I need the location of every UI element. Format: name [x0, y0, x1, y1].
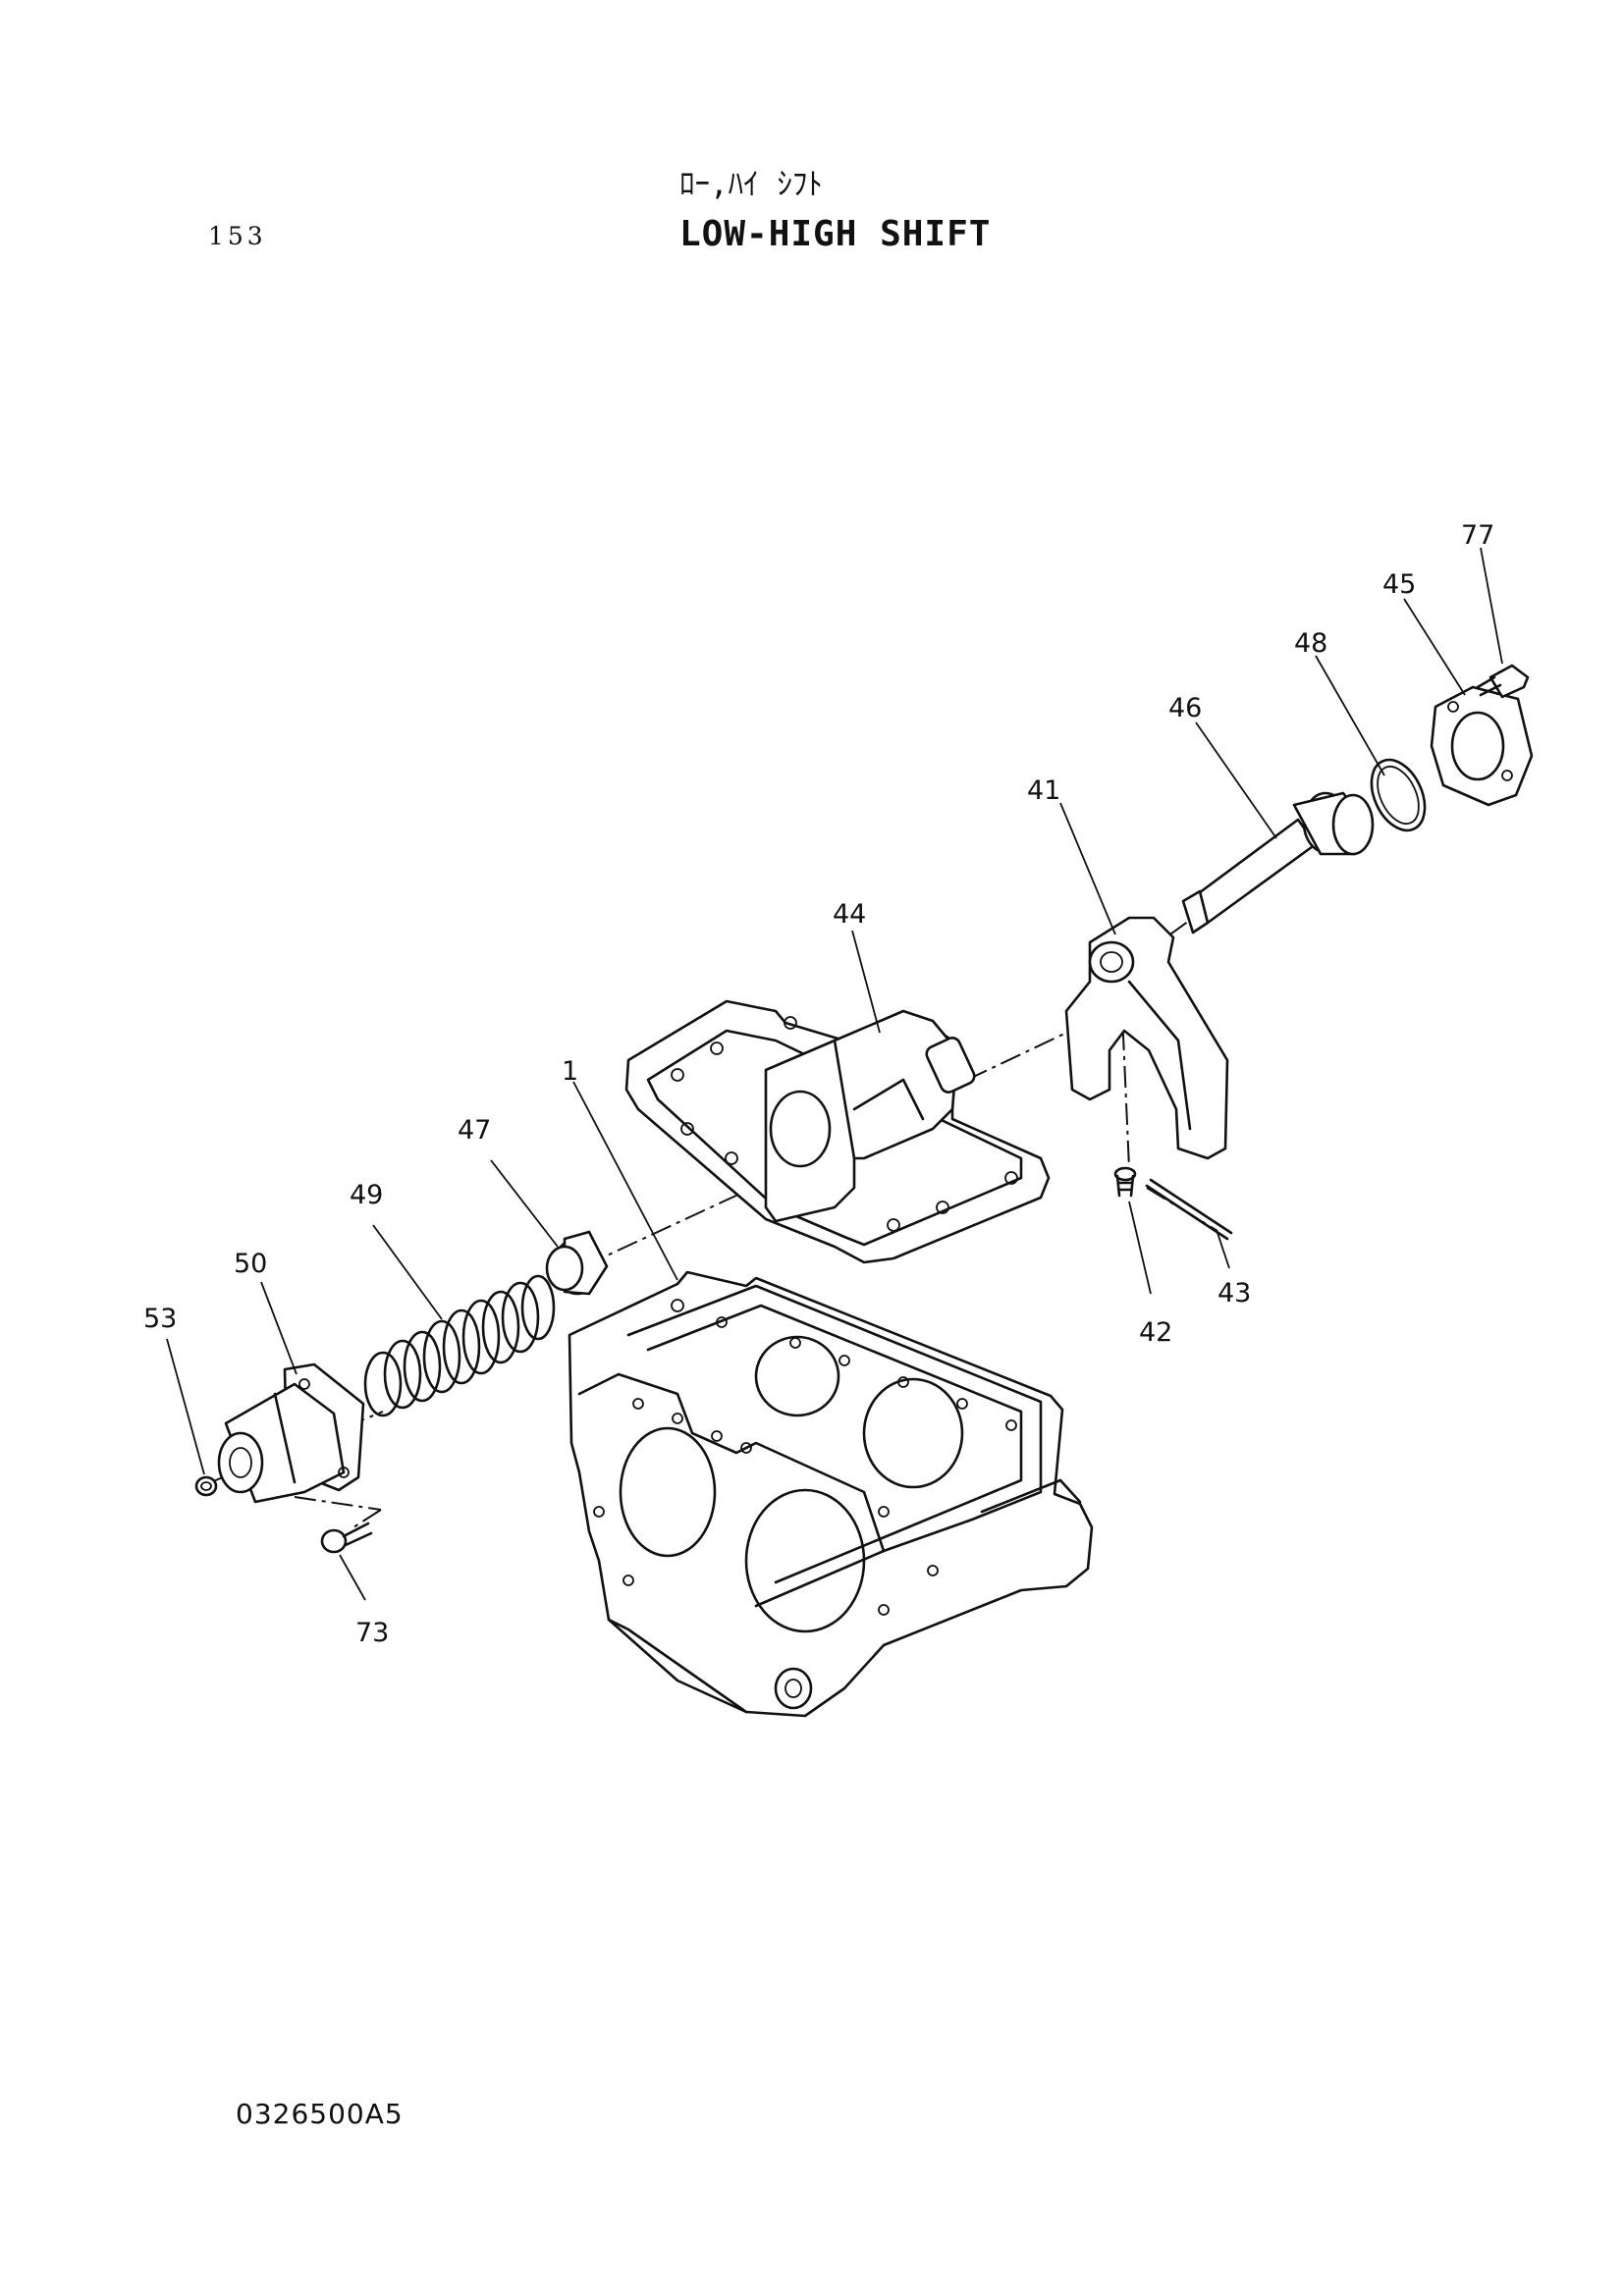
housing-bolt — [320, 1522, 373, 1554]
transmission-case — [568, 1270, 1094, 1718]
plug-nut — [194, 1475, 218, 1497]
callout-73: 73 — [355, 1618, 389, 1648]
callout-46: 46 — [1168, 693, 1202, 723]
drawing-number: 0326500A5 — [236, 2098, 404, 2130]
shift-fork — [1064, 916, 1229, 1160]
spring-housing — [217, 1362, 365, 1504]
title-japanese: ﾛｰ,ﾊｲ ｼﾌﾄ — [679, 167, 823, 202]
callout-50: 50 — [234, 1249, 267, 1279]
shift-cover — [624, 999, 1051, 1264]
callout-53: 53 — [143, 1304, 177, 1334]
callout-43: 43 — [1217, 1278, 1251, 1308]
callout-77: 77 — [1461, 520, 1494, 551]
cover-bolt — [1476, 664, 1530, 699]
callout-1: 1 — [562, 1056, 578, 1087]
spring-seat — [545, 1230, 609, 1296]
page-number: 153 — [208, 222, 267, 250]
shift-shaft — [1181, 791, 1375, 934]
page-title: LOW-HIGH SHIFT — [679, 214, 992, 254]
o-ring — [1370, 758, 1427, 832]
callout-44: 44 — [833, 899, 866, 930]
callout-41: 41 — [1027, 775, 1060, 806]
spring-pin — [1145, 1178, 1233, 1241]
callout-45: 45 — [1382, 569, 1416, 600]
set-screw — [1113, 1166, 1137, 1198]
leader-lines — [166, 547, 1503, 1601]
callout-42: 42 — [1139, 1317, 1172, 1348]
callout-48: 48 — [1294, 628, 1327, 659]
compression-spring — [363, 1274, 556, 1417]
callout-labels: 77 45 48 46 41 44 1 47 49 50 53 42 43 73 — [143, 520, 1494, 1648]
end-cover — [1430, 685, 1534, 807]
callout-49: 49 — [350, 1180, 383, 1210]
callout-47: 47 — [458, 1115, 491, 1146]
